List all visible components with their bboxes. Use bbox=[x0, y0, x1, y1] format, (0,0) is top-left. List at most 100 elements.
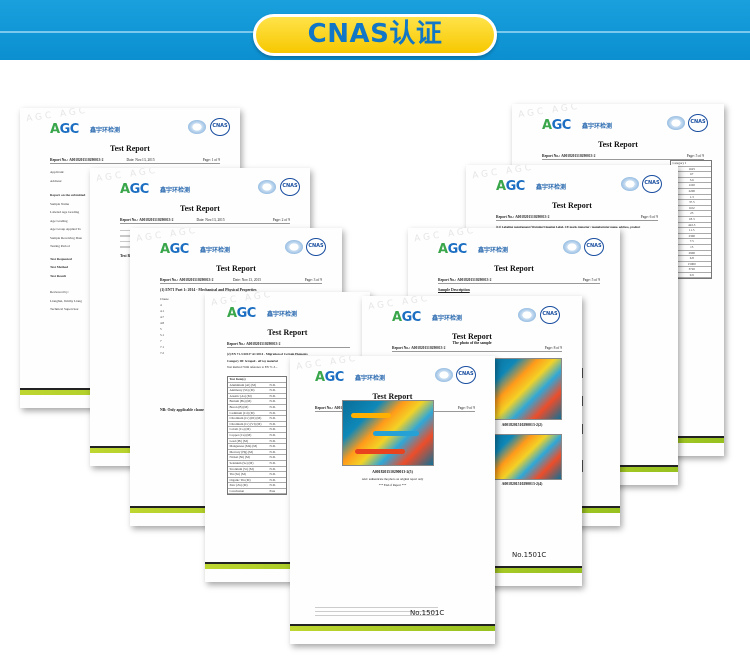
report-title: Test Report bbox=[110, 144, 150, 153]
report-no: A0018201510290013-2 bbox=[139, 218, 174, 222]
report-no: A0018201510290013-2 bbox=[179, 278, 214, 282]
field-test-result: Test Result bbox=[50, 273, 66, 278]
date: Nov.13, 2015 bbox=[205, 218, 225, 222]
page-number: Page: 1 of 9 bbox=[202, 158, 220, 162]
agc-logo-cn: 鑫宇环检测 bbox=[582, 123, 613, 130]
table-row: Manganese (Mn) (M)N.D. bbox=[228, 444, 286, 450]
report-title: Test Report bbox=[452, 332, 492, 341]
table-row: 37.5 bbox=[671, 200, 711, 206]
footer-black-bar bbox=[205, 562, 370, 564]
date-label: Date: bbox=[232, 278, 241, 282]
field-applicant: Applicant: bbox=[50, 170, 65, 174]
ilac-seal-icon bbox=[285, 240, 303, 254]
cnas-seal-icon: CNAS bbox=[642, 175, 662, 193]
table-row: Selenium (Se) (M)N.D. bbox=[228, 461, 286, 467]
table-row: 0.9 bbox=[671, 273, 711, 279]
ilac-seal-icon bbox=[621, 177, 639, 191]
agc-logo: AGC bbox=[496, 179, 525, 194]
report-title: Test Report bbox=[372, 392, 413, 401]
table-row: Tin (Sn) (M)N.D. bbox=[228, 472, 286, 478]
agc-logo: AGC bbox=[227, 306, 256, 321]
ilac-seal-icon bbox=[563, 240, 581, 254]
cnas-seal-icon: CNAS bbox=[688, 114, 708, 132]
report-title: Test Report bbox=[552, 201, 592, 210]
clause-item: 7.2 bbox=[160, 351, 164, 355]
table-row: 15 bbox=[671, 245, 711, 251]
clause-item: 4.1 bbox=[160, 309, 164, 313]
field-reviewed-by: Reviewed by: bbox=[50, 290, 69, 294]
report-meta: Report No.: A0018201510290013-2 Date: No… bbox=[160, 278, 322, 284]
table-row: Copper (Cu) (M)N.D. bbox=[228, 433, 286, 439]
page-number: Page: 6 of 9 bbox=[640, 215, 658, 219]
table-header: Test Item(s) bbox=[228, 377, 286, 383]
ilac-seal-icon bbox=[518, 308, 536, 322]
report-title: Test Report bbox=[494, 264, 534, 273]
test-method-text: Test method: With reference to EN 71-3..… bbox=[227, 365, 278, 369]
report-no-label: Report No.: bbox=[542, 154, 561, 158]
cnas-seal-icon: CNAS bbox=[280, 178, 300, 196]
stamp-number: No.1501C bbox=[410, 609, 445, 617]
table-row: Cobalt (Co) (M)N.D. bbox=[228, 427, 286, 433]
section-heading: (2) EN 71-3:2013+A1:2014 - Migration of … bbox=[227, 352, 308, 356]
report-no-label: Report No.: bbox=[496, 215, 515, 219]
table-row: Chromium (Cr) (III) (M)N.D. bbox=[228, 416, 286, 422]
table-row: 0.02 bbox=[671, 206, 711, 212]
footer-text bbox=[315, 607, 438, 616]
table-row: 1100 bbox=[671, 183, 711, 189]
table-row: 23 bbox=[671, 211, 711, 217]
photo-heading: The photo of the sample bbox=[452, 341, 492, 345]
ilac-seal-icon bbox=[667, 116, 685, 130]
agc-logo: AGC bbox=[160, 242, 189, 257]
agc-logo-cn: 鑫宇环检测 bbox=[536, 184, 567, 191]
clause-item: 7 bbox=[160, 339, 162, 343]
clause-item: 4.8 bbox=[160, 321, 164, 325]
photo-caption: A0018201510290013-2(5) bbox=[372, 470, 413, 474]
report-meta: Report No.: A0018201510290013-2 Page: 6 … bbox=[496, 215, 658, 221]
table-row: 3720 bbox=[671, 267, 711, 273]
date-label: Date: bbox=[126, 158, 135, 162]
table-row: 422.3 bbox=[671, 223, 711, 229]
report-no: A0018201510290013-2 bbox=[246, 342, 281, 346]
ilac-seal-icon bbox=[435, 368, 453, 382]
report-no: A0018201510290013-2 bbox=[69, 158, 104, 162]
section-heading: Sample Description bbox=[438, 288, 470, 292]
report-page-9: AGC AGC AGC 鑫宇环检测 CNAS Test Report Repor… bbox=[290, 356, 495, 644]
report-meta: Report No.: A0018201510290013-2 bbox=[227, 342, 350, 348]
agc-logo-cn: 鑫宇环检测 bbox=[160, 187, 191, 194]
table-row: Organic Tin (M)N.D. bbox=[228, 478, 286, 484]
table-row: Chromium (Cr) (VI) (M)N.D. bbox=[228, 422, 286, 428]
page-number: Page: 8 of 9 bbox=[544, 346, 562, 350]
agc-logo: AGC bbox=[392, 310, 421, 325]
table-row: 1.3 bbox=[671, 195, 711, 201]
page-number: Page: 5 of 9 bbox=[686, 154, 704, 158]
field-test-requested: Test Requested bbox=[50, 256, 72, 261]
field-age-grading: Age Grading bbox=[50, 218, 68, 223]
agc-logo-cn: 鑫宇环检测 bbox=[267, 311, 298, 318]
report-meta: Report No.: A0018201510290013-2 Date: No… bbox=[50, 158, 220, 164]
report-title: Test Report bbox=[598, 140, 638, 149]
report-no: A0018201510290013-2 bbox=[411, 346, 446, 350]
cnas-seal-icon: CNAS bbox=[584, 238, 604, 256]
sample-photo bbox=[482, 434, 562, 480]
field-age-group: Age Group Applied To bbox=[50, 227, 82, 231]
element-table: Test Item(s)Aluminium (Al) (M)N.D.Antimo… bbox=[227, 376, 287, 496]
report-no-label: Report No.: bbox=[438, 278, 457, 282]
table-row: 3.6 bbox=[671, 178, 711, 184]
field-reviewer-name: Lianghui, Jimmy Liang bbox=[50, 298, 82, 303]
clause-item: 7.1 bbox=[160, 345, 164, 349]
clause-item: 5.1 bbox=[160, 333, 164, 337]
clause-header: Clause bbox=[160, 297, 169, 301]
section-heading: (1) EN71 Part 1: 2014 - Mechanical and P… bbox=[160, 288, 257, 292]
page-number: Page: 2 of 9 bbox=[272, 218, 290, 222]
field-receiving-date: Sample Receiving Date bbox=[50, 235, 83, 240]
footnote: NB: Only applicable clause bbox=[160, 408, 204, 412]
table-row: Cadmium (Cd) (M)N.D. bbox=[228, 411, 286, 417]
footer-green-bar bbox=[290, 626, 495, 631]
table-row: Mercury (Hg) (M)N.D. bbox=[228, 450, 286, 456]
report-no: A0018201510290013-2 bbox=[515, 215, 550, 219]
page-title: CNAS认证 bbox=[253, 14, 497, 56]
table-row: Strontium (Sr) (M)N.D. bbox=[228, 467, 286, 473]
report-title: Test Report bbox=[180, 204, 220, 213]
field-testing-period: Testing Period bbox=[50, 244, 70, 248]
